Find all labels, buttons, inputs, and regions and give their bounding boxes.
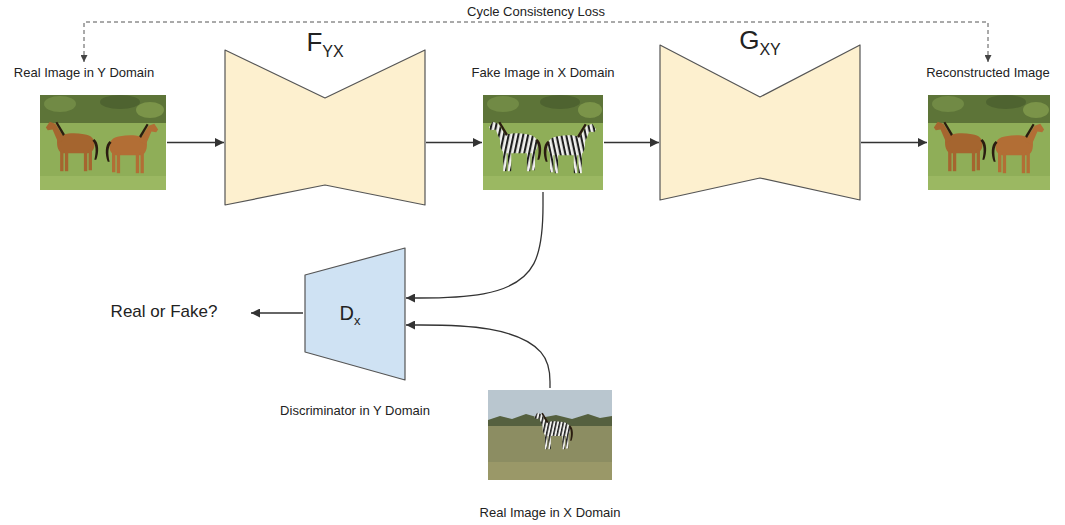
horse bbox=[106, 124, 158, 173]
node-label: G bbox=[739, 25, 759, 55]
outline bbox=[660, 45, 860, 200]
grass bbox=[40, 176, 166, 190]
ground bbox=[488, 462, 612, 480]
grass bbox=[928, 176, 1050, 190]
data-flow-arrow bbox=[406, 325, 550, 388]
subscript: YX bbox=[322, 43, 343, 60]
edge-label: Cycle Consistency Loss bbox=[467, 5, 605, 20]
horse bbox=[46, 122, 98, 171]
output-arrow bbox=[251, 312, 303, 313]
data-flow-arrow bbox=[861, 142, 927, 143]
subscript: x bbox=[354, 313, 361, 328]
zebra bbox=[489, 122, 541, 171]
image-frame: Real Image in X Domain bbox=[488, 390, 612, 480]
tree-patch bbox=[100, 95, 140, 109]
tree-patch bbox=[487, 96, 519, 112]
text-group: GXY bbox=[739, 26, 781, 56]
text-group: Real Image in Y Domain bbox=[14, 63, 154, 81]
text-group: Discriminator in Y Domain bbox=[280, 401, 430, 419]
text-group: Real Image in X Domain bbox=[480, 503, 621, 521]
zebra-photo bbox=[488, 390, 612, 480]
horse bbox=[934, 122, 986, 171]
tree-patch bbox=[578, 102, 602, 118]
tree-patch bbox=[136, 102, 164, 118]
horse bbox=[992, 124, 1044, 173]
node-label: Fake Image in X Domain bbox=[471, 65, 614, 80]
grass bbox=[928, 95, 1050, 190]
node-label: F bbox=[306, 27, 322, 57]
discriminator-network: DxDiscriminator in Y Domain bbox=[305, 248, 405, 380]
subscript: XY bbox=[759, 41, 780, 58]
encoder-decoder-shape bbox=[225, 50, 425, 205]
grass bbox=[40, 95, 166, 190]
zebra bbox=[534, 413, 573, 449]
output-label: Real or Fake? bbox=[111, 302, 218, 322]
data-flow-arrow bbox=[406, 192, 543, 298]
horse-photo bbox=[928, 95, 1050, 190]
node-label: Real Image in Y Domain bbox=[14, 65, 154, 80]
tree-patch bbox=[44, 96, 76, 112]
grass bbox=[483, 176, 603, 190]
image-frame: Fake Image in X Domain bbox=[483, 95, 603, 190]
outline bbox=[305, 248, 405, 380]
node-label: Real Image in X Domain bbox=[480, 505, 621, 520]
grass bbox=[483, 95, 603, 190]
node-label: Discriminator in Y Domain bbox=[280, 403, 430, 418]
trees bbox=[483, 95, 603, 123]
sky bbox=[488, 390, 612, 420]
text-group: Reconstructed Image bbox=[926, 63, 1050, 81]
tree-patch bbox=[1023, 102, 1049, 118]
zebra-photo bbox=[483, 95, 603, 190]
tree-patch bbox=[540, 95, 580, 109]
ground bbox=[488, 390, 612, 480]
generator-network: GXY bbox=[660, 45, 860, 200]
horse-photo bbox=[40, 95, 166, 190]
tree-patch bbox=[986, 95, 1026, 109]
data-flow-arrow bbox=[604, 142, 659, 143]
trees bbox=[928, 95, 1050, 123]
image-frame: Real Image in Y Domain bbox=[40, 95, 166, 190]
node-label: Reconstructed Image bbox=[926, 65, 1050, 80]
generator-network: FYX bbox=[225, 50, 425, 205]
outline bbox=[225, 50, 425, 205]
node-label: D bbox=[340, 302, 354, 324]
text-group: FYX bbox=[306, 28, 343, 58]
zebra bbox=[544, 124, 596, 173]
trees bbox=[40, 95, 166, 123]
text-group: Dx bbox=[340, 302, 361, 325]
tree-patch bbox=[932, 96, 964, 112]
text-group: Fake Image in X Domain bbox=[471, 63, 614, 81]
data-flow-arrow bbox=[426, 142, 482, 143]
encoder-decoder-shape bbox=[660, 45, 860, 200]
data-flow-arrow bbox=[167, 142, 224, 143]
image-frame: Reconstructed Image bbox=[928, 95, 1050, 190]
